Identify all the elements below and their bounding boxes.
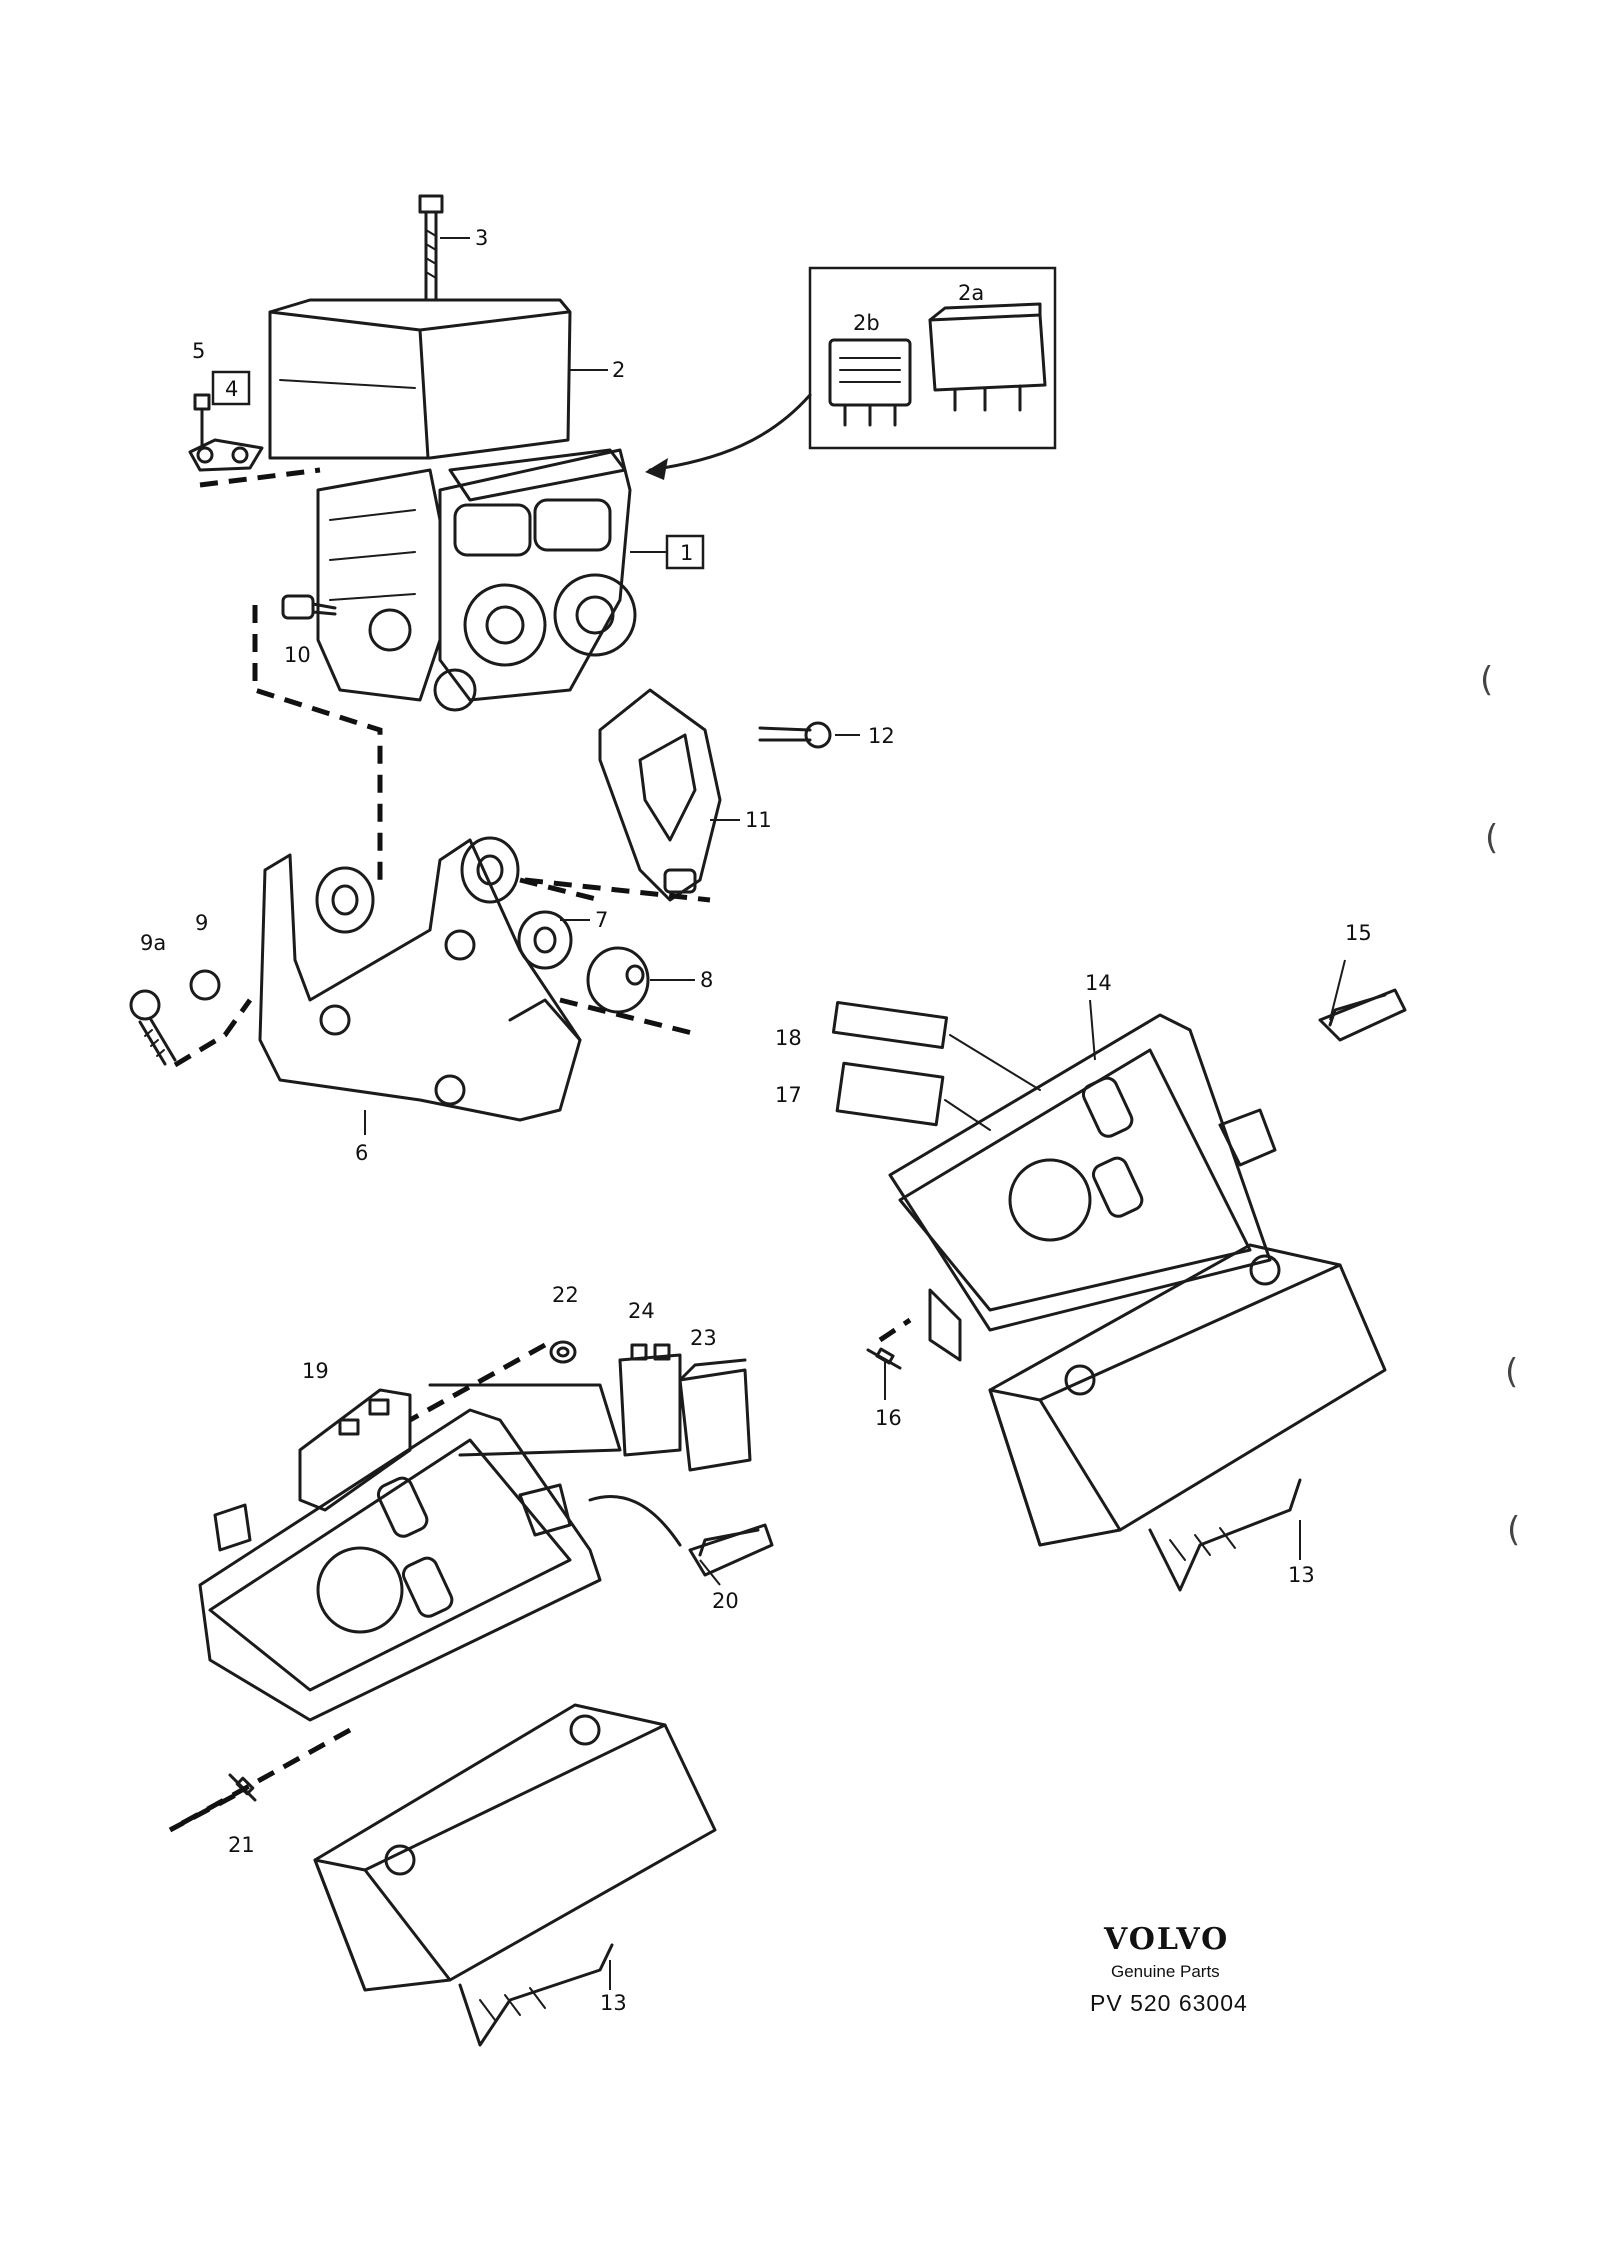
callout-24: 24 (628, 1299, 655, 1323)
callout-8: 8 (700, 968, 713, 992)
callout-23: 23 (690, 1326, 717, 1350)
connector-part-17-18 (831, 1000, 1041, 1131)
control-module-part-13-lower (313, 1703, 717, 2047)
grommet-part-22 (549, 1340, 577, 1364)
control-module-part-13-right (988, 1243, 1387, 1592)
callout-7: 7 (595, 908, 608, 932)
relay-cover-part-2 (268, 298, 572, 460)
callout-20: 20 (712, 1589, 739, 1613)
callout-13-lower: 13 (600, 1991, 627, 2015)
callout-6: 6 (355, 1141, 368, 1165)
volvo-logo: VOLVO (1104, 1922, 1230, 1957)
hydraulic-modulator-part-1 (316, 448, 637, 712)
margin-mark: ( (1507, 1510, 1521, 1550)
relay-part-23 (678, 1358, 752, 1472)
callout-3: 3 (475, 226, 488, 250)
callout-2a: 2a (958, 281, 984, 305)
rubber-bushings-part-7 (315, 836, 573, 970)
margin-mark: ( (1480, 660, 1494, 700)
callout-leaders (364, 237, 1346, 1990)
hose-fitting-part-10 (281, 594, 337, 620)
bracket-part-4-5 (188, 393, 264, 472)
callout-5: 5 (192, 339, 205, 363)
clip-part-20 (688, 1523, 774, 1577)
margin-mark: ( (1485, 818, 1499, 858)
callout-10: 10 (284, 643, 311, 667)
bolt-part-3 (418, 194, 444, 302)
callout-13-right: 13 (1288, 1563, 1315, 1587)
callout-15: 15 (1345, 921, 1372, 945)
bolt-part-12 (758, 721, 832, 749)
callout-16: 16 (875, 1406, 902, 1430)
control-module-bracket-lower (198, 1408, 602, 1722)
nut-bolt-part-9 (129, 969, 221, 1066)
clip-arrow (588, 1495, 682, 1547)
callout-11: 11 (745, 808, 772, 832)
callout-4: 4 (225, 377, 238, 401)
control-module-bracket-part-14 (888, 1013, 1277, 1362)
callout-18: 18 (775, 1026, 802, 1050)
brand-subtitle: Genuine Parts (1111, 1962, 1220, 1981)
dashed-leaders-bracket (173, 877, 701, 1068)
dashed-leaders-upper (199, 467, 711, 903)
pin-part-16 (866, 1317, 912, 1370)
callout-box-1 (665, 534, 705, 570)
callout-9: 9 (195, 911, 208, 935)
callout-9a: 9a (140, 931, 166, 955)
part-code: PV 520 63004 (1090, 1990, 1248, 2016)
relay-2b (828, 338, 912, 427)
callout-2b: 2b (853, 311, 880, 335)
bushing-part-8 (586, 946, 650, 1014)
callout-box-4 (211, 370, 251, 406)
relay-part-24 (618, 1343, 682, 1457)
inset-arrow (648, 393, 812, 472)
callout-12: 12 (868, 724, 895, 748)
support-bracket-part-11 (598, 688, 722, 902)
callout-1: 1 (680, 541, 693, 565)
relay-2a (928, 302, 1047, 412)
inset-arrow-head (645, 458, 668, 480)
clip-part-15 (1318, 988, 1407, 1042)
callout-14: 14 (1085, 971, 1112, 995)
callout-22: 22 (552, 1283, 579, 1307)
callout-19: 19 (302, 1359, 329, 1383)
relay-inset-box (808, 266, 1057, 450)
callout-17: 17 (775, 1083, 802, 1107)
callout-21: 21 (228, 1833, 255, 1857)
dashed-leaders-lower (168, 1342, 547, 1833)
margin-mark: ( (1505, 1352, 1519, 1392)
callout-2: 2 (612, 358, 625, 382)
